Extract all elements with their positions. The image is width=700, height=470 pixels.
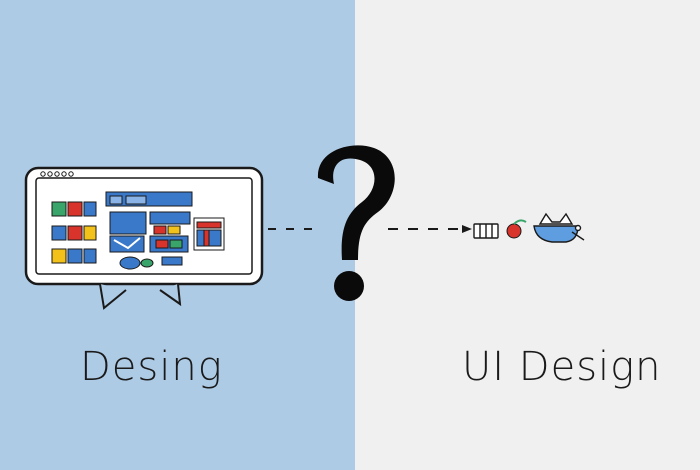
left-caption: Desing <box>80 344 223 390</box>
right-caption: UI Design <box>462 344 662 390</box>
apple-icon <box>506 219 527 239</box>
cat-bowl-icon <box>533 212 585 243</box>
dashed-connector <box>268 225 472 233</box>
color-tile-grid <box>51 201 97 264</box>
book-icon <box>473 223 499 239</box>
mini-window <box>193 217 225 251</box>
right-panel <box>355 0 700 470</box>
question-mark-icon <box>317 145 395 301</box>
app-collage <box>105 191 193 270</box>
monitor-icon <box>24 166 264 310</box>
